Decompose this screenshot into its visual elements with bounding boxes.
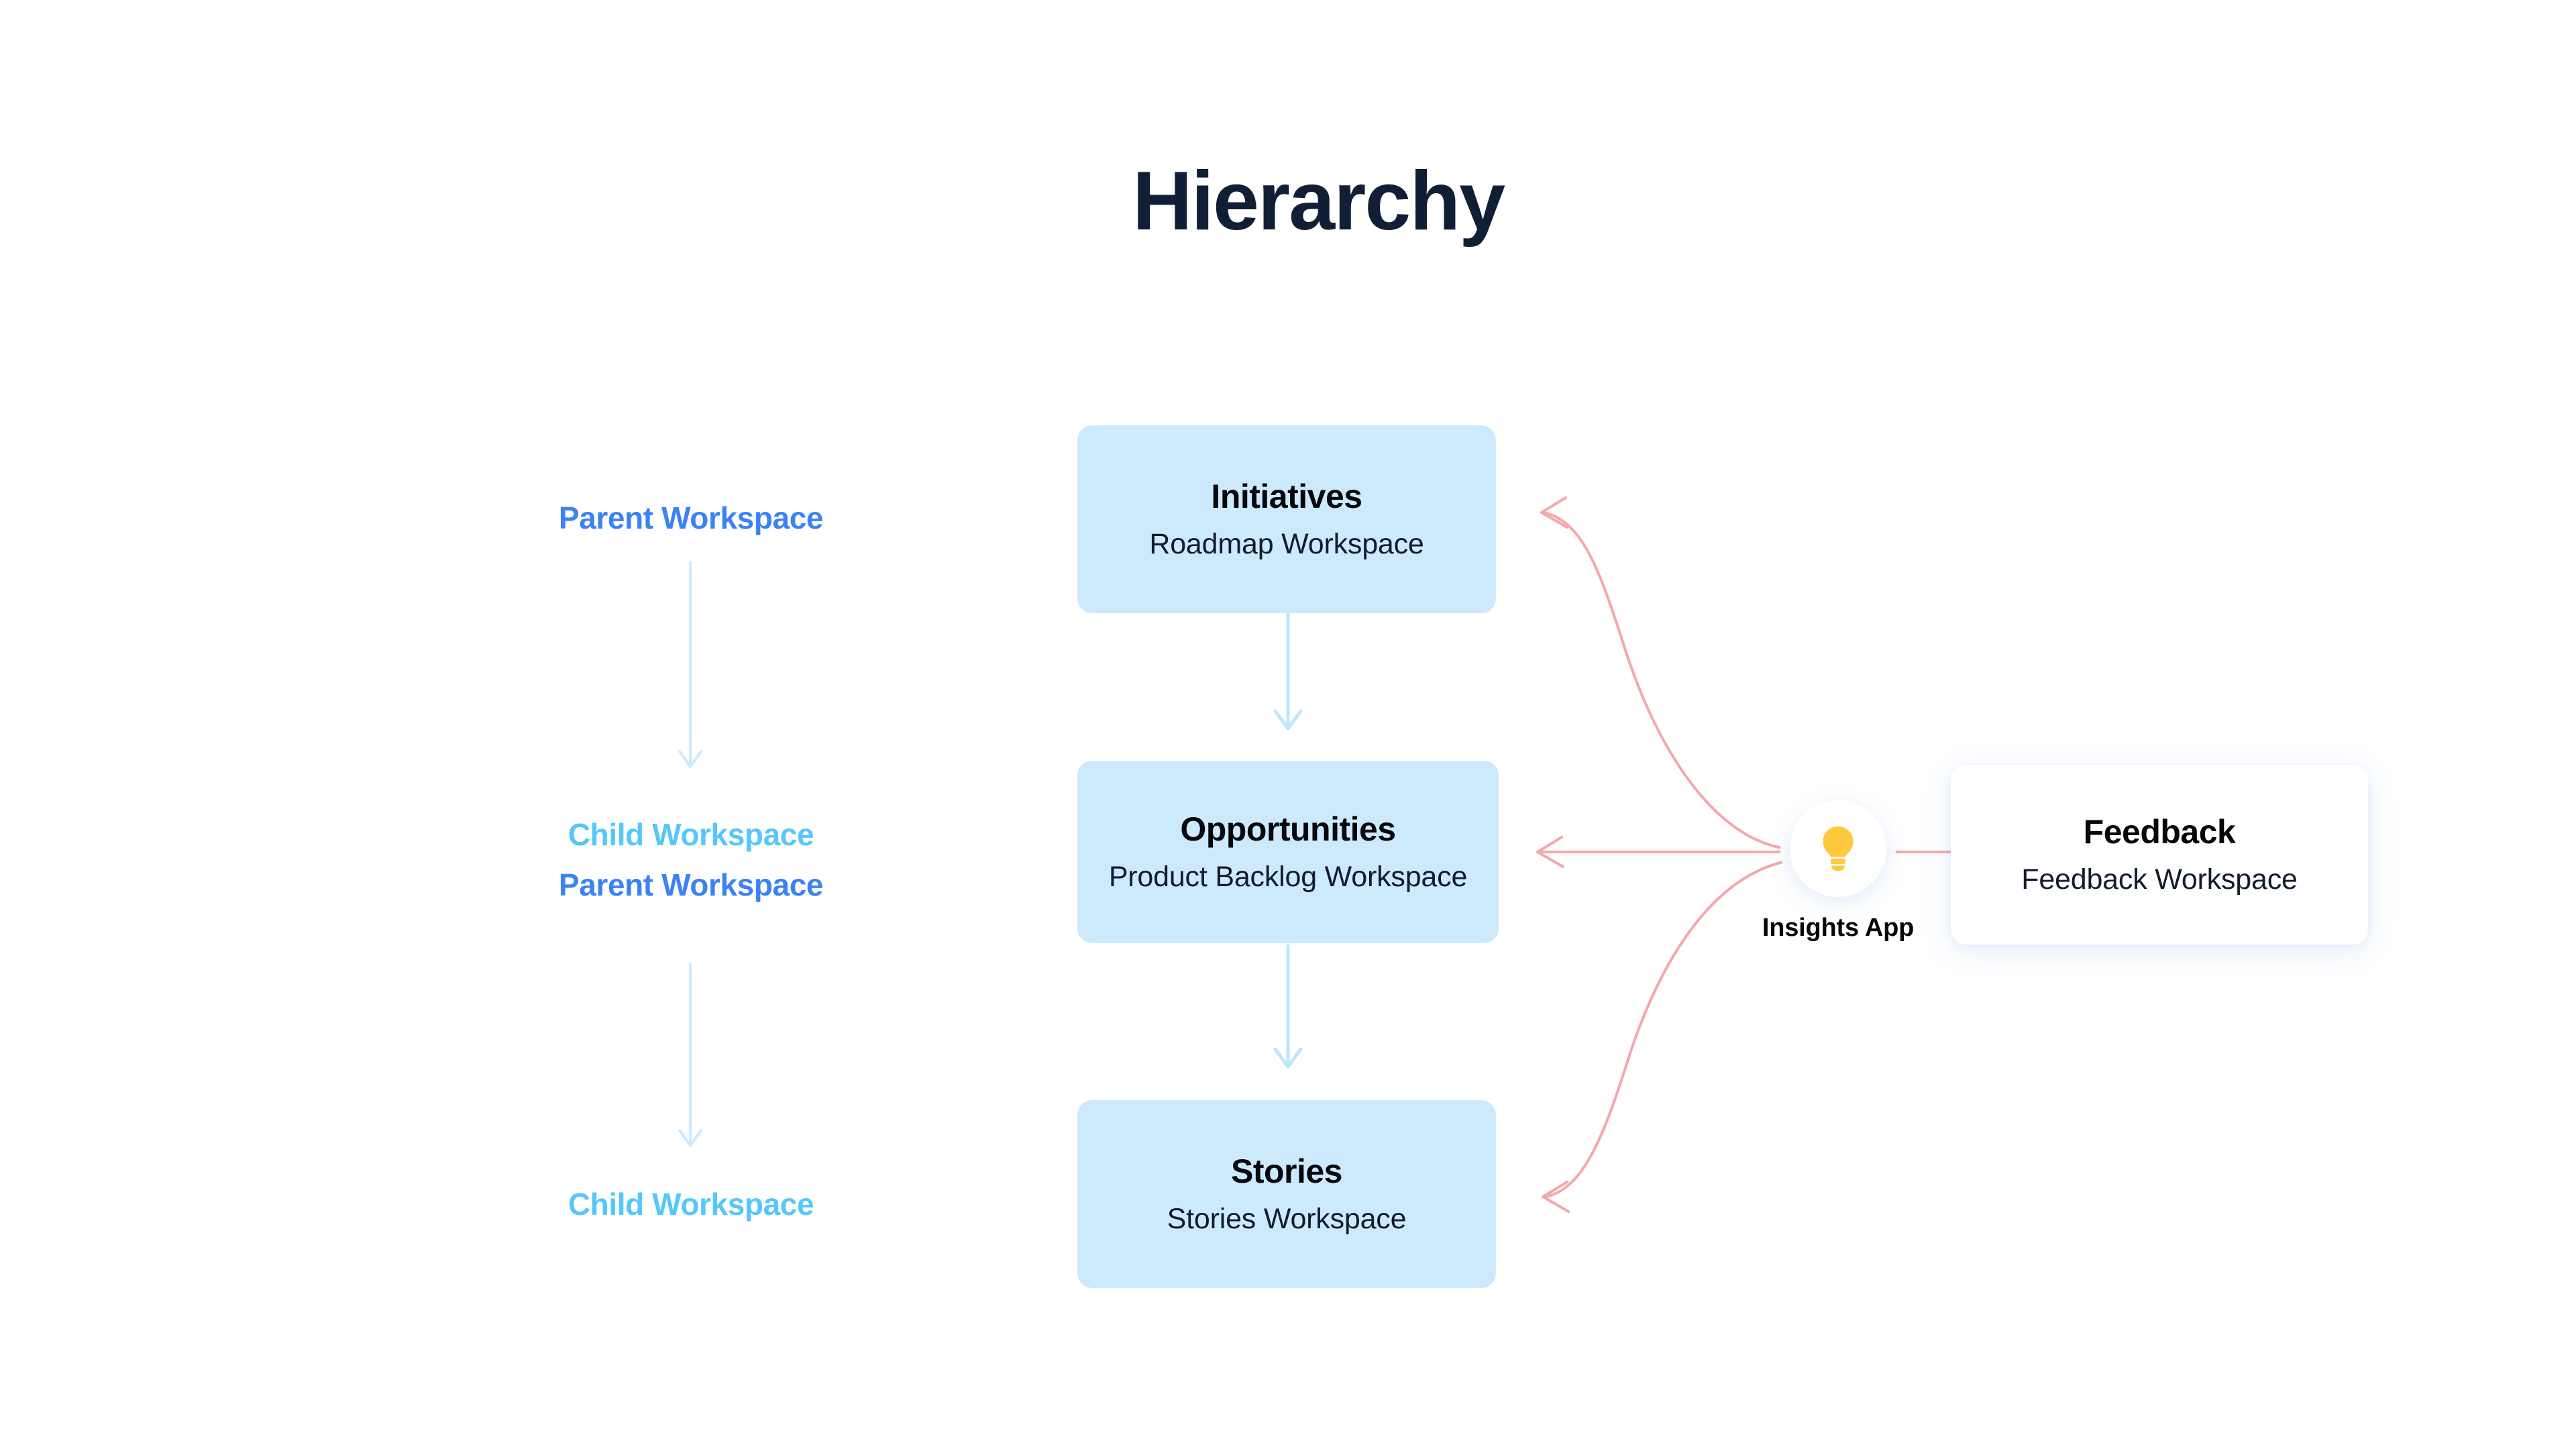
legend-connector-1 — [678, 561, 702, 768]
node-subtitle-feedback: Feedback Workspace — [2021, 863, 2298, 896]
node-subtitle-stories: Stories Workspace — [1167, 1203, 1407, 1236]
hierarchy-arrow-opportunities-stories — [1273, 944, 1303, 1069]
node-card-stories[interactable]: Stories Stories Workspace — [1077, 1100, 1496, 1288]
insights-arrow-initiatives — [1540, 496, 1794, 851]
insights-arrow-stories — [1542, 859, 1794, 1213]
node-title-stories: Stories — [1230, 1152, 1343, 1190]
node-card-initiatives[interactable]: Initiatives Roadmap Workspace — [1077, 425, 1496, 613]
node-card-feedback[interactable]: Feedback Feedback Workspace — [1951, 765, 2368, 945]
page-title-text: Hierarchy — [1132, 155, 1505, 248]
legend-label-parent-workspace-1: Parent Workspace — [558, 500, 824, 535]
node-title-opportunities: Opportunities — [1180, 810, 1396, 848]
insights-app-node[interactable]: Insights App — [1762, 792, 1914, 942]
node-subtitle-initiatives: Roadmap Workspace — [1149, 528, 1424, 561]
insights-app-circle — [1790, 800, 1886, 897]
legend-label-parent-workspace-2: Parent Workspace — [558, 867, 824, 902]
node-subtitle-opportunities: Product Backlog Workspace — [1108, 861, 1468, 894]
lightbulb-icon — [1823, 826, 1854, 871]
insights-app-label: Insights App — [1762, 914, 1915, 942]
node-card-opportunities[interactable]: Opportunities Product Backlog Workspace — [1077, 761, 1499, 943]
legend-connector-2 — [678, 963, 702, 1147]
legend-label-child-workspace-2: Child Workspace — [568, 1187, 814, 1222]
insights-arrow-opportunities — [1536, 836, 1796, 868]
node-title-initiatives: Initiatives — [1211, 477, 1362, 515]
node-title-feedback: Feedback — [2083, 812, 2236, 851]
legend-label-child-workspace-1: Child Workspace — [568, 817, 814, 852]
page-title: Hierarchy — [0, 155, 2576, 248]
hierarchy-arrow-initiatives-opportunities — [1273, 612, 1303, 731]
